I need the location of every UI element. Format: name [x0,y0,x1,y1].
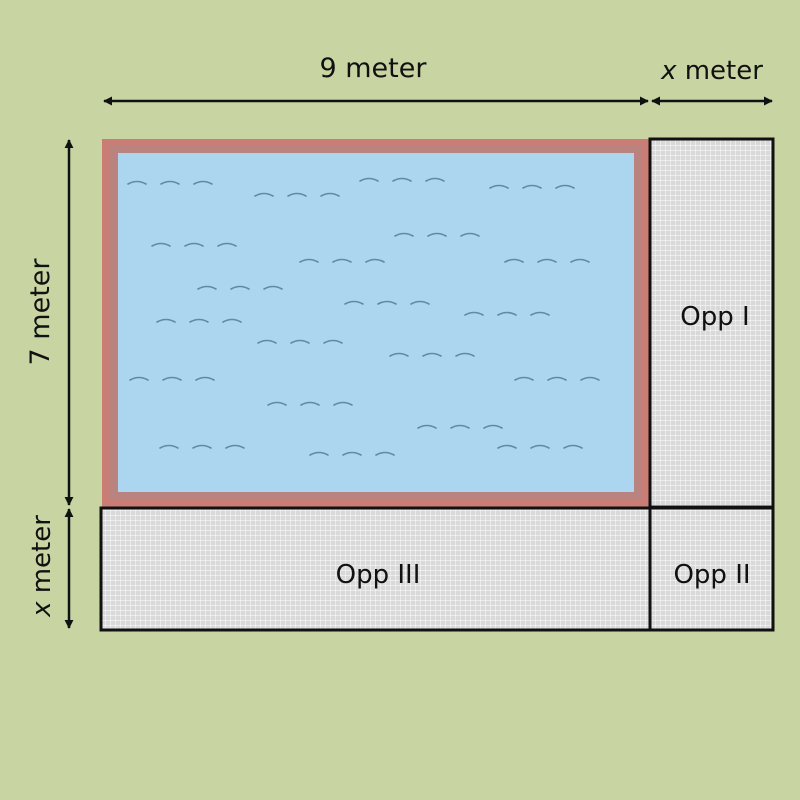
label-opp-3: Opp III [336,560,421,590]
wave-stroke [422,352,442,357]
dimension-top: 9 meter x meter [103,53,773,106]
label-x-var-top: x [660,56,677,86]
wave-stroke [392,177,412,182]
wave-stroke [483,424,503,429]
wave-stroke [159,444,179,449]
wave-stroke [344,300,364,305]
wave-stroke [151,242,171,247]
wave-stroke [257,339,277,344]
wave-stroke [217,242,237,247]
wave-stroke [299,258,319,263]
wave-stroke [320,192,340,197]
region-opp-3 [99,506,652,632]
pool-water [118,153,634,492]
wave-stroke [189,318,209,323]
wave-stroke [309,451,329,456]
label-9-meter: 9 meter [320,53,428,84]
wave-stroke [290,339,310,344]
wave-stroke [410,300,430,305]
wave-stroke [323,339,343,344]
wave-stroke [537,258,557,263]
wave-stroke [333,401,353,406]
wave-stroke [394,232,414,237]
wave-stroke [129,376,149,381]
wave-stroke [522,184,542,189]
wave-stroke [377,300,397,305]
wave-stroke [450,424,470,429]
wave-stroke [389,352,409,357]
wave-stroke [127,180,147,185]
wave-stroke [254,192,274,197]
wave-stroke [197,285,217,290]
wave-stroke [365,258,385,263]
wave-stroke [160,180,180,185]
wave-stroke [300,401,320,406]
wave-stroke [497,444,517,449]
label-x-var-left: x [27,601,57,618]
dimension-left: 7 meter x meter [25,139,74,629]
wave-stroke [263,285,283,290]
wave-stroke [359,177,379,182]
wave-stroke [222,318,242,323]
region-opp-2 [648,506,775,632]
wave-stroke [375,451,395,456]
label-opp-1: Opp I [680,302,749,332]
wave-stroke [425,177,445,182]
tiled-regions [99,137,775,632]
wave-stroke [563,444,583,449]
wave-stroke [332,258,352,263]
wave-stroke [530,444,550,449]
wave-stroke [192,444,212,449]
wave-stroke [570,258,590,263]
wave-stroke [193,180,213,185]
wave-stroke [555,184,575,189]
label-7-meter: 7 meter [25,258,56,366]
region-opp-1 [648,137,775,509]
wave-stroke [504,258,524,263]
wave-stroke [530,311,550,316]
wave-stroke [417,424,437,429]
label-x-unit-top: meter [676,56,763,86]
wave-stroke [580,376,600,381]
wave-stroke [497,311,517,316]
wave-stroke [455,352,475,357]
wave-stroke [427,232,447,237]
wave-stroke [195,376,215,381]
wave-stroke [489,184,509,189]
wave-stroke [184,242,204,247]
wave-stroke [267,401,287,406]
water-waves [127,177,600,456]
wave-stroke [547,376,567,381]
wave-stroke [342,451,362,456]
wave-stroke [156,318,176,323]
wave-stroke [460,232,480,237]
wave-stroke [287,192,307,197]
label-x-meter-left: x meter [27,515,57,618]
pool [102,139,650,507]
wave-stroke [464,311,484,316]
wave-stroke [162,376,182,381]
label-x-meter-top: x meter [660,56,763,86]
wave-stroke [225,444,245,449]
wave-stroke [514,376,534,381]
label-x-unit-left: meter [27,515,57,602]
wave-stroke [230,285,250,290]
label-opp-2: Opp II [673,560,750,590]
